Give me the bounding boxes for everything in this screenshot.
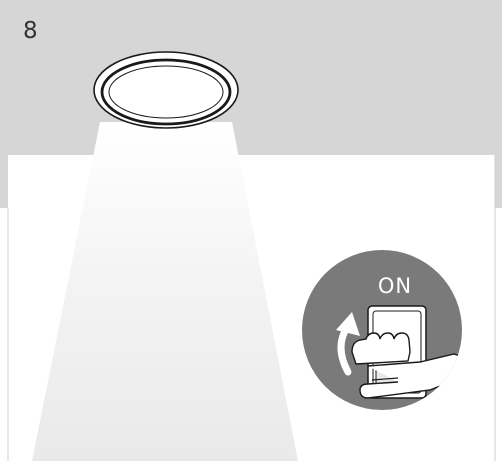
switch-on-label: ON [372, 274, 418, 298]
ceiling-lamp-icon [94, 52, 238, 128]
step-number: 8 [23, 18, 38, 44]
